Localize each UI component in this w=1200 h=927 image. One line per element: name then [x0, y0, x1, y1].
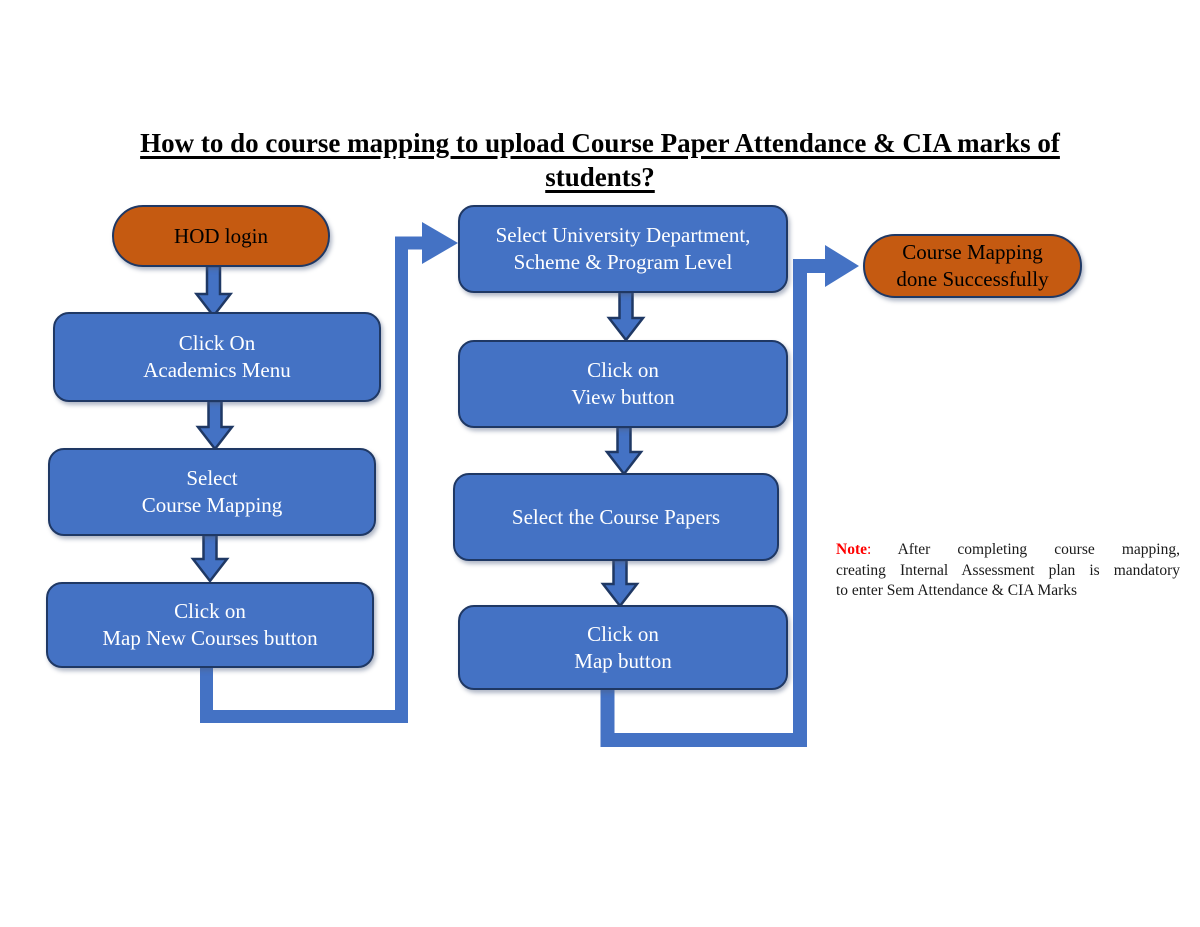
- step-select-university-department: Select University Department, Scheme & P…: [458, 205, 788, 293]
- note-line-3: to enter Sem Attendance & CIA Marks: [836, 582, 1078, 599]
- down-arrow-3: [190, 533, 230, 584]
- note-line-2: creating Internal Assessment plan is man…: [836, 561, 1180, 579]
- note-colon: :: [867, 541, 872, 558]
- step-click-academics-menu: Click On Academics Menu: [53, 312, 381, 402]
- down-arrow-5: [604, 425, 644, 477]
- loop-connector-right-arrowhead: [825, 245, 859, 287]
- down-arrow-1: [193, 264, 234, 319]
- down-arrow-2: [195, 399, 235, 452]
- step-click-map-button: Click on Map button: [458, 605, 788, 690]
- step-click-view-button: Click on View button: [458, 340, 788, 428]
- note-label: Note: [836, 541, 867, 558]
- note-line-1: Note: After completing course mapping,: [836, 540, 1180, 561]
- end-node-course-mapping-done: Course Mapping done Successfully: [863, 234, 1082, 298]
- page-title: How to do course mapping to upload Cours…: [140, 128, 1060, 192]
- down-arrow-6: [600, 558, 640, 609]
- down-arrow-4: [606, 290, 646, 343]
- note-text-1: After completing course mapping,: [897, 541, 1180, 558]
- loop-connector-left-arrowhead: [422, 222, 458, 264]
- step-select-course-papers: Select the Course Papers: [453, 473, 779, 561]
- step-click-map-new-courses: Click on Map New Courses button: [46, 582, 374, 668]
- start-node-hod-login: HOD login: [112, 205, 330, 267]
- step-select-course-mapping: Select Course Mapping: [48, 448, 376, 536]
- note-block: Note: After completing course mapping, c…: [836, 540, 1180, 602]
